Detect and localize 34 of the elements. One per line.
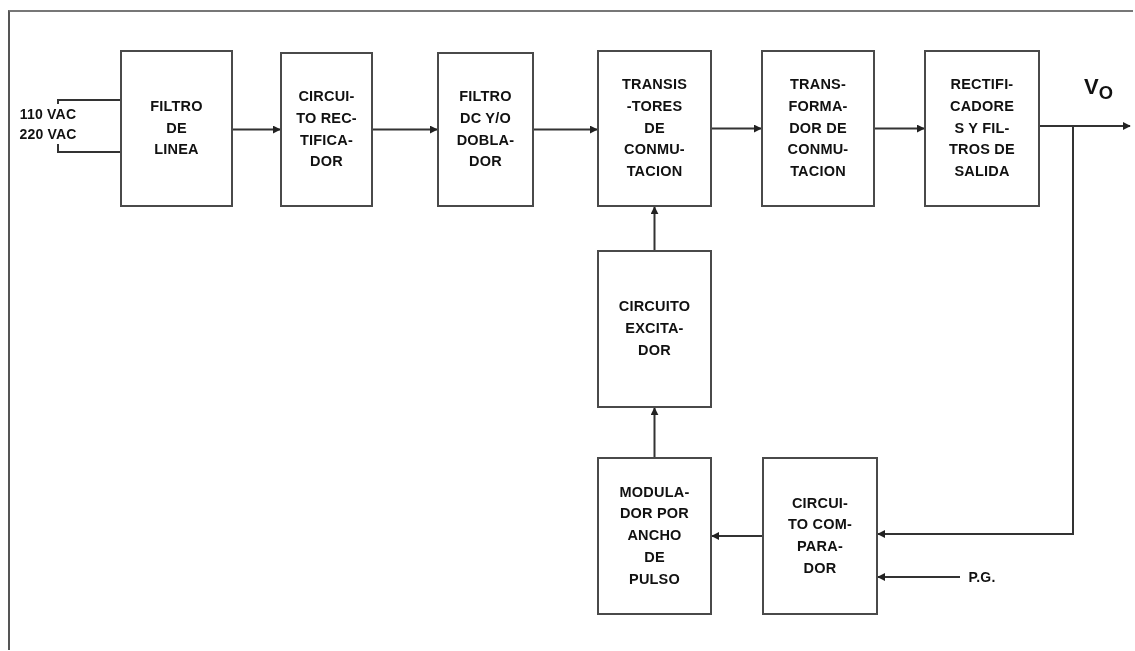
block-label: FILTRO DE LINEA [150,96,203,160]
signal-label: P.G. [968,568,996,587]
arrow [711,124,762,133]
block [761,50,875,207]
block-label: CIRCUI- TO REC- TIFICA- DOR [296,87,357,172]
block [762,457,878,615]
block [597,457,712,615]
arrow [533,125,598,134]
block [924,50,1040,207]
arrow [372,125,438,134]
arrow [650,407,659,458]
arrow [874,124,925,133]
block [280,52,373,207]
arrow [877,573,961,581]
wire [57,99,121,105]
block [437,52,534,207]
block [597,50,712,207]
arrow [650,206,659,251]
block-label: MODULA- DOR POR ANCHO DE PULSO [619,482,690,589]
block-label: TRANSIS -TORES DE CONMU- TACION [621,75,687,182]
block [597,250,712,408]
block-label: CIRCUITO EXCITA- DOR [618,297,691,360]
output-voltage-label: V$_{O}$ [1084,74,1113,105]
block-label: FILTRO DC Y/O DOBLA- DOR [456,87,515,172]
arrow [711,532,763,540]
signal-label: 220 VAC [19,125,77,144]
block-label: RECTIFI- CADORE S Y FIL- TROS DE SALIDA [949,75,1015,182]
arrow [232,125,281,134]
block [120,50,233,207]
signal-label: 110 VAC [19,105,77,124]
wire [57,143,121,153]
block-label: TRANS- FORMA- DOR DE CONMU- TACION [787,75,849,182]
block-label: CIRCUI- TO COM- PARA- DOR [788,493,852,578]
arrow [877,125,1074,538]
